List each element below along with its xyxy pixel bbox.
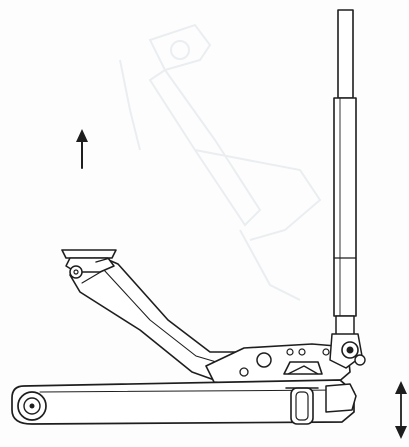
arm-pivot-bolt bbox=[69, 265, 83, 279]
rear-caster-tire bbox=[295, 391, 309, 421]
arrow-up-down-icon bbox=[395, 381, 407, 439]
housing-rivet-2 bbox=[298, 348, 306, 356]
base-rail-edge bbox=[39, 389, 341, 393]
arrow-up-icon bbox=[76, 129, 88, 169]
arm-pivot-bolt-center bbox=[73, 269, 79, 275]
saddle bbox=[61, 249, 117, 259]
ghost-jack-image bbox=[119, 23, 322, 301]
rear-tail bbox=[325, 383, 357, 413]
lifting-arm bbox=[61, 249, 251, 383]
lift-arm-inner-edge bbox=[81, 269, 231, 367]
pump-block-brace bbox=[287, 365, 319, 375]
handle-top-tube bbox=[337, 9, 354, 99]
base-frame bbox=[11, 379, 357, 425]
base-rail bbox=[11, 379, 355, 425]
housing-bolt-large bbox=[256, 352, 272, 368]
housing-rivet-1 bbox=[286, 348, 294, 356]
pump-housing bbox=[205, 333, 366, 385]
saddle-link bbox=[95, 257, 111, 263]
handle-grip bbox=[333, 97, 357, 317]
handle bbox=[333, 9, 357, 347]
yoke-pin bbox=[354, 354, 366, 366]
pump-block bbox=[283, 361, 323, 375]
front-wheel-axle bbox=[29, 403, 35, 409]
housing-rivet-3 bbox=[322, 348, 330, 356]
release-valve-center bbox=[346, 346, 354, 354]
housing-bolt-small bbox=[239, 367, 249, 377]
